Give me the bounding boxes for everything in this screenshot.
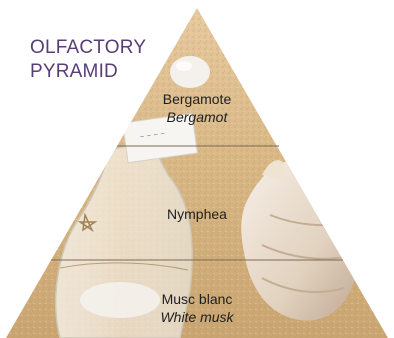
tier-top-note: Bergamote Bergamot (0, 90, 394, 126)
tier-base-note: Musc blanc White musk (0, 290, 394, 326)
tier-mid-name-fr: Nymphea (0, 205, 394, 223)
pebble-image (170, 56, 210, 88)
tier-heart-note: Nymphea (0, 205, 394, 223)
tier-top-name-fr: Bergamote (0, 90, 394, 108)
tier-base-name-en: White musk (0, 308, 394, 326)
tier-base-name-fr: Musc blanc (0, 290, 394, 308)
tier-top-name-en: Bergamot (0, 108, 394, 126)
